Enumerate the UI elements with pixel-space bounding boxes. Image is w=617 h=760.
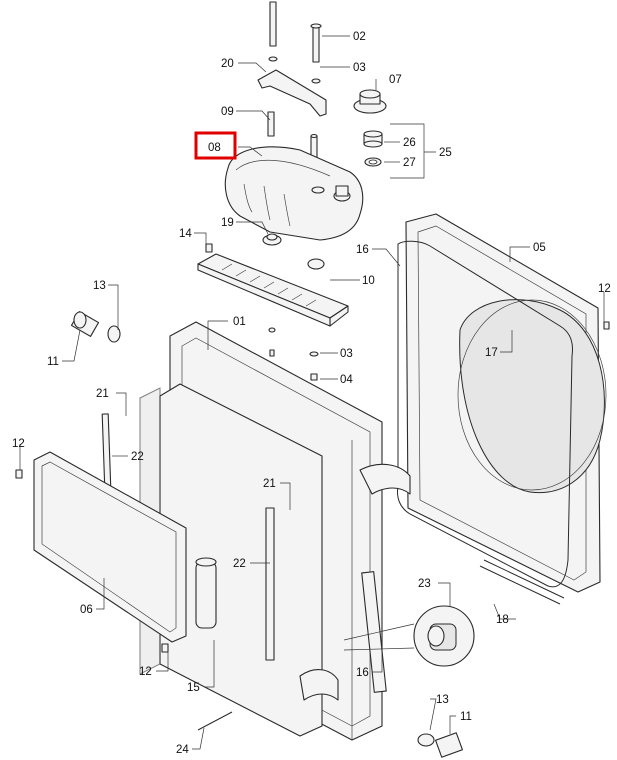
callout-16-bottom: 16 <box>356 667 369 679</box>
callout-27: 27 <box>403 157 416 169</box>
callout-labels: 02 20 03 07 09 08 26 25 27 19 14 16 05 1… <box>12 31 611 756</box>
washers-column <box>268 327 319 381</box>
callout-22-left: 22 <box>131 451 144 463</box>
callout-02: 02 <box>353 31 366 43</box>
pins <box>267 111 318 167</box>
callout-23: 23 <box>418 578 431 590</box>
callout-19: 19 <box>221 217 234 229</box>
tank-bracket-tray <box>197 253 349 327</box>
callout-07: 07 <box>389 74 402 86</box>
filler-cap <box>353 89 387 114</box>
callout-11-right: 11 <box>460 711 472 723</box>
fan-shroud <box>397 213 610 593</box>
pipe-elbows <box>299 463 411 701</box>
callout-04: 04 <box>340 374 353 386</box>
callout-13-right: 13 <box>436 694 449 706</box>
callout-12-bottom: 12 <box>139 666 152 678</box>
callout-21-mid: 21 <box>263 478 276 490</box>
callout-12-left: 12 <box>12 438 25 450</box>
callout-25: 25 <box>439 147 452 159</box>
long-bolt <box>268 1 322 84</box>
expansion-tank <box>224 146 364 241</box>
cap-insert-and-seal <box>363 130 383 167</box>
callout-22-mid: 22 <box>233 558 246 570</box>
callout-09: 09 <box>221 106 234 118</box>
callout-03-top: 03 <box>353 62 366 74</box>
callout-15: 15 <box>187 682 200 694</box>
bottom-bolt <box>197 711 233 731</box>
callout-08: 08 <box>208 142 221 154</box>
leader-lines <box>19 35 605 750</box>
callout-03-mid: 03 <box>340 348 353 360</box>
callout-14: 14 <box>179 228 192 240</box>
callout-26: 26 <box>403 137 416 149</box>
callout-17: 17 <box>485 347 498 359</box>
highlight-box <box>194 131 237 160</box>
callout-13-left: 13 <box>93 280 106 292</box>
callout-24: 24 <box>176 744 189 756</box>
callout-06: 06 <box>80 604 93 616</box>
bracket-plate <box>257 69 327 117</box>
rubber-mounts <box>205 233 325 270</box>
callout-10: 10 <box>362 275 375 287</box>
callout-01: 01 <box>233 316 246 328</box>
fitting-left <box>70 311 121 343</box>
detail-magnifier <box>343 605 475 667</box>
callout-05: 05 <box>533 242 546 254</box>
callout-12-right: 12 <box>598 283 611 295</box>
fitting-right <box>417 732 463 758</box>
callout-18: 18 <box>496 614 509 626</box>
callout-21-left: 21 <box>96 388 109 400</box>
condenser <box>15 451 217 653</box>
hose <box>479 559 565 605</box>
callout-11-left: 11 <box>47 356 59 368</box>
callout-16: 16 <box>356 244 369 256</box>
callout-20: 20 <box>221 58 234 70</box>
